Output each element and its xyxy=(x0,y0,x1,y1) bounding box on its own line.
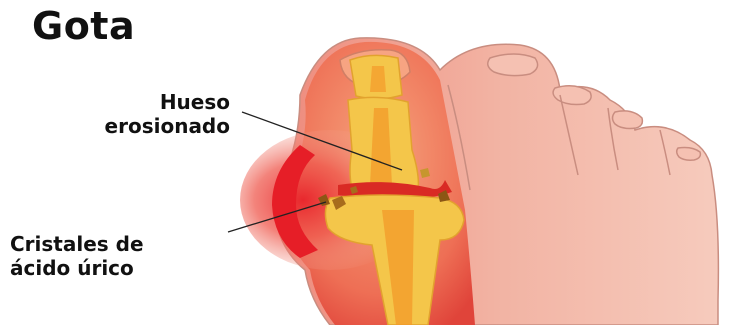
label-uric-acid-crystals-line-2: ácido úrico xyxy=(10,256,240,280)
toenail-2 xyxy=(488,54,538,76)
label-eroded-bone: Hueso erosionado xyxy=(105,90,230,138)
label-uric-acid-crystals-line-1: Cristales de xyxy=(10,232,240,256)
toenail-5 xyxy=(677,148,701,161)
toenail-4 xyxy=(613,111,643,129)
label-eroded-bone-line-2: erosionado xyxy=(105,114,230,138)
label-uric-acid-crystals: Cristales de ácido úrico xyxy=(10,232,240,280)
label-eroded-bone-line-1: Hueso xyxy=(105,90,230,114)
diagram-title: Gota xyxy=(32,4,135,48)
bone-distal-core xyxy=(370,66,386,92)
